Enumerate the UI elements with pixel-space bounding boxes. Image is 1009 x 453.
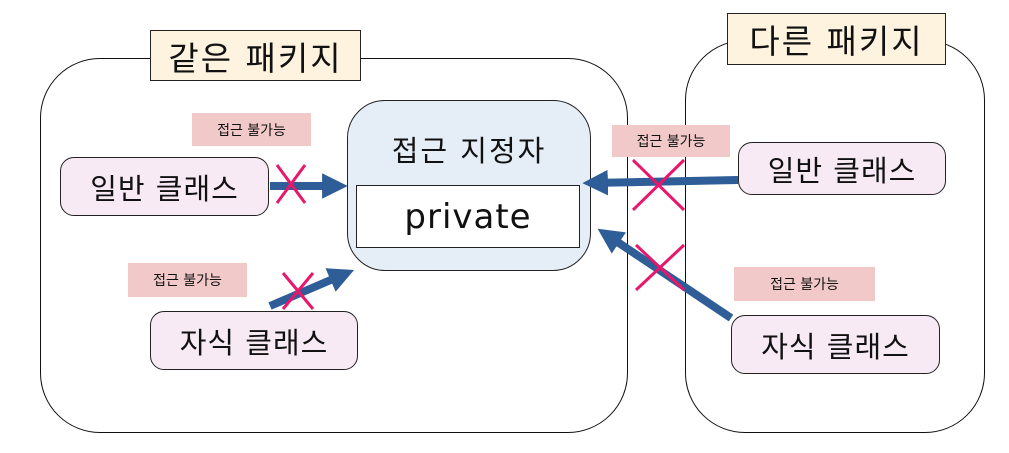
cross-icon-other-child <box>634 243 686 292</box>
access-modifier-title: 접근 지정자 <box>391 134 547 168</box>
same-package-normal-class: 일반 클래스 <box>60 157 269 216</box>
private-modifier: private <box>356 185 580 248</box>
other-package-title: 다른 패키지 <box>727 13 946 65</box>
cross-icon-other-normal <box>631 158 686 212</box>
arrow-same-child <box>268 268 355 310</box>
no-access-label-other-child: 접근 불가능 <box>734 267 875 301</box>
cross-icon-same-normal <box>275 164 307 204</box>
no-access-label-same-normal: 접근 불가능 <box>192 113 311 146</box>
cross-icon-same-child <box>281 272 315 310</box>
no-access-label-other-normal: 접근 불가능 <box>612 125 730 157</box>
no-access-label-same-child: 접근 불가능 <box>128 263 247 297</box>
other-package-normal-class: 일반 클래스 <box>738 142 946 195</box>
same-package-title: 같은 패키지 <box>150 30 361 81</box>
same-package-child-class: 자식 클래스 <box>150 311 358 370</box>
other-package-child-class: 자식 클래스 <box>731 315 940 374</box>
